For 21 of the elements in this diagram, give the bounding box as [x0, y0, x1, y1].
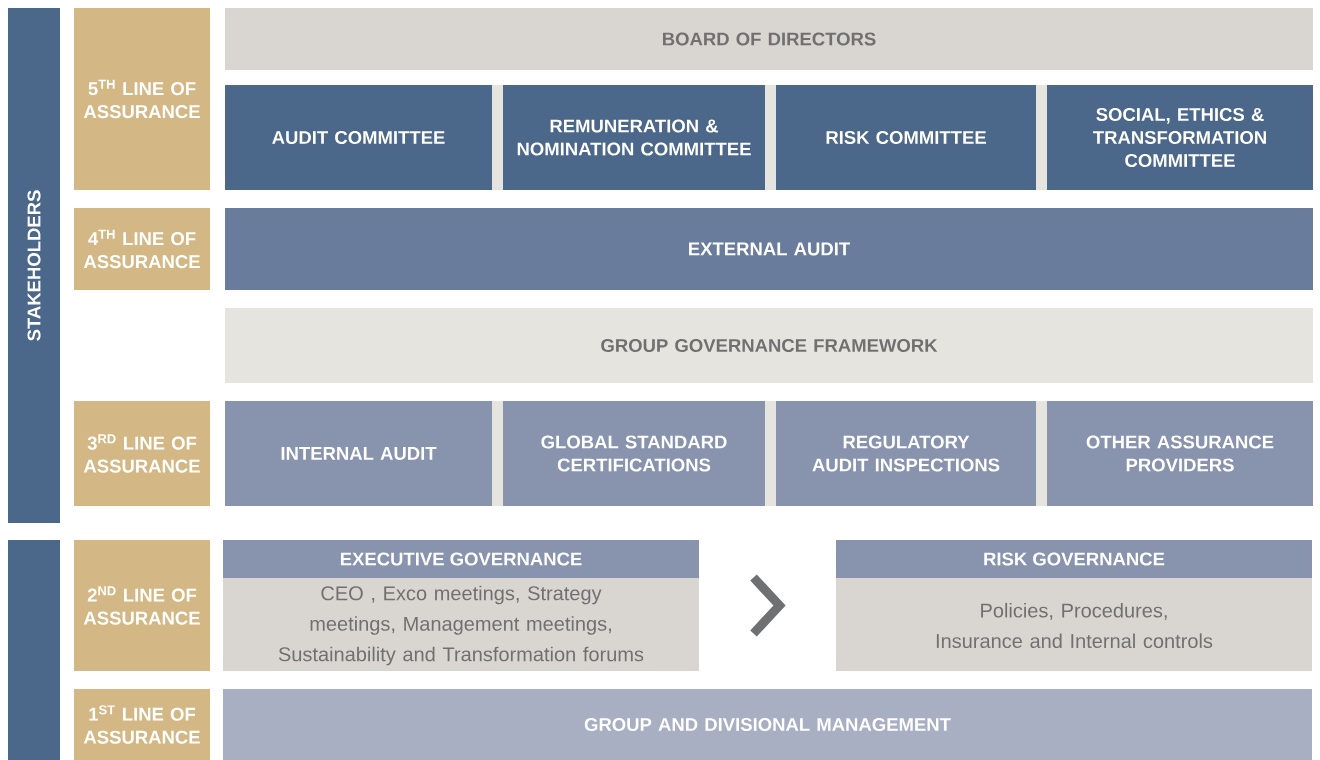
line-label-box: 1$^{ST}$ LINE OF ASSURANCE: [74, 689, 210, 760]
framework-band: GROUP GOVERNANCE FRAMEWORK: [225, 308, 1313, 383]
assurance-box: REGULATORY AUDIT INSPECTIONS: [776, 401, 1036, 506]
board-box: BOARD OF DIRECTORS: [225, 8, 1313, 70]
governance-card: EXECUTIVE GOVERNANCE CEO , Exco meetings, Strategy meetings, Management meetings, Sustainability and Transformation forums: [223, 540, 699, 671]
management-band: GROUP AND DIVISIONAL MANAGEMENT: [223, 689, 1312, 760]
committee-box: REMUNERATION & NOMINATION COMMITTEE: [503, 85, 765, 190]
assurance-box: INTERNAL AUDIT: [225, 401, 492, 506]
committee-box: SOCIAL, ETHICS & TRANSFORMATION COMMITTEE: [1047, 85, 1313, 190]
committee-box: AUDIT COMMITTEE: [225, 85, 492, 190]
committee-box: RISK COMMITTEE: [776, 85, 1036, 190]
line-label-box: 5$^{TH}$ LINE OF ASSURANCE: [74, 8, 210, 190]
governance-card: RISK GOVERNANCE Policies, Procedures, Insurance and Internal controls: [836, 540, 1312, 671]
external-audit-box: EXTERNAL AUDIT: [225, 208, 1313, 290]
assurance-box: OTHER ASSURANCE PROVIDERS: [1047, 401, 1313, 506]
assurance-box: GLOBAL STANDARD CERTIFICATIONS: [503, 401, 765, 506]
line-label-box: 2$^{ND}$ LINE OF ASSURANCE: [74, 540, 210, 671]
stakeholders-bar: STAKEHOLDERS: [8, 8, 60, 523]
side-bar: [8, 540, 60, 760]
line-label-box: 3$^{RD}$ LINE OF ASSURANCE: [74, 401, 210, 506]
line-label-box: 4$^{TH}$ LINE OF ASSURANCE: [74, 208, 210, 290]
